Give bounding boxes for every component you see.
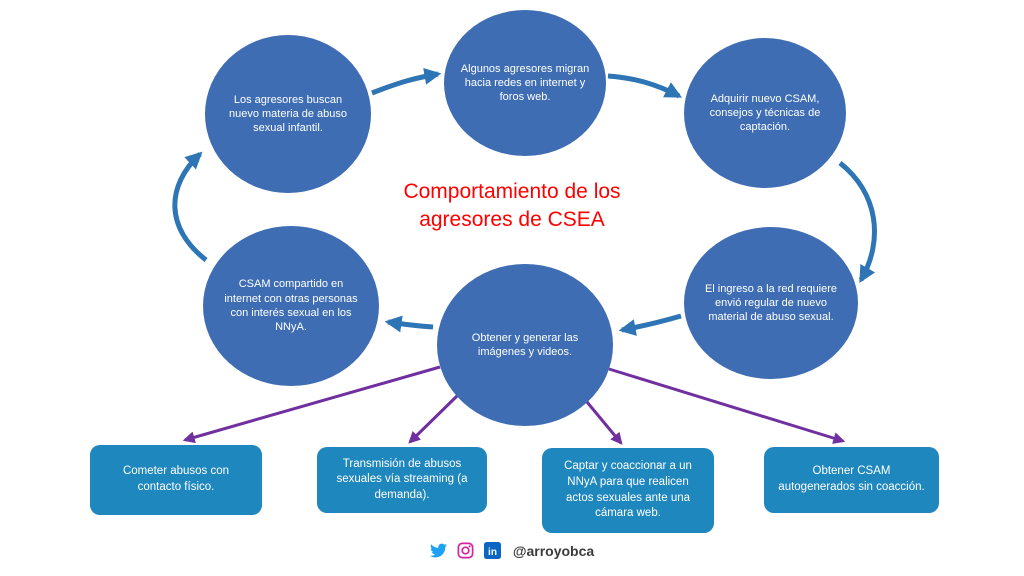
- outcome-box-coerce-webcam: Captar y coaccionar a un NNyA para que r…: [542, 448, 714, 533]
- social-handle: @arroyobca: [512, 542, 595, 559]
- cycle-node-seek-new-material: Los agresores buscan nuevo materia de ab…: [205, 35, 371, 193]
- cycle-node-label: Algunos agresores migran hacia redes en …: [460, 62, 590, 104]
- outcome-label: Obtener CSAM autogenerados sin coacción.: [778, 465, 925, 493]
- cycle-arrow-6-to-1: [172, 151, 208, 262]
- outcome-arrow-2: [408, 394, 459, 444]
- cycle-arrow-4-to-5: [618, 313, 682, 336]
- outcome-arrow-1: [182, 365, 441, 444]
- diagram-title: Comportamiento de los agresores de CSEA: [403, 180, 621, 232]
- outcome-box-contact-abuse: Cometer abusos con contacto físico.: [90, 445, 262, 515]
- cycle-arrow-1-to-2: [371, 67, 442, 96]
- outcome-label: Captar y coaccionar a un NNyA para que r…: [564, 460, 692, 520]
- outcome-label: Cometer abusos con contacto físico.: [122, 465, 230, 493]
- cycle-node-network-entry: El ingreso a la red requiere envió regul…: [684, 227, 858, 379]
- svg-text:in: in: [488, 547, 497, 558]
- outcome-box-selfgenerated: Obtener CSAM autogenerados sin coacción.: [764, 447, 939, 513]
- outcome-arrow-4: [608, 367, 846, 444]
- cycle-node-label: Adquirir nuevo CSAM, consejos y técnicas…: [709, 92, 821, 134]
- cycle-arrow-3-to-4: [838, 161, 877, 283]
- cycle-node-migrate-online: Algunos agresores migran hacia redes en …: [444, 10, 606, 156]
- outcome-box-streaming: Transmisión de abusos sexuales vía strea…: [317, 447, 487, 513]
- cycle-arrow-5-to-6: [384, 315, 434, 333]
- cycle-node-acquire-csam: Adquirir nuevo CSAM, consejos y técnicas…: [684, 38, 846, 188]
- cycle-node-label: Obtener y generar las imágenes y videos.: [471, 331, 579, 358]
- linkedin-icon: in: [483, 542, 501, 559]
- cycle-node-obtain-generate: Obtener y generar las imágenes y videos.: [437, 264, 613, 426]
- cycle-arrow-2-to-3: [607, 73, 683, 99]
- cycle-node-label: El ingreso a la red requiere envió regul…: [704, 282, 838, 324]
- footer: in @arroyobca: [0, 542, 1024, 559]
- twitter-icon: [429, 542, 447, 559]
- cycle-node-label: Los agresores buscan nuevo materia de ab…: [228, 93, 348, 135]
- outcome-arrow-3: [585, 401, 623, 445]
- cycle-node-label: CSAM compartido en internet con otras pe…: [224, 278, 358, 334]
- instagram-icon: [457, 542, 474, 559]
- cycle-node-share-csam: CSAM compartido en internet con otras pe…: [203, 226, 379, 386]
- outcome-label: Transmisión de abusos sexuales vía strea…: [336, 457, 468, 501]
